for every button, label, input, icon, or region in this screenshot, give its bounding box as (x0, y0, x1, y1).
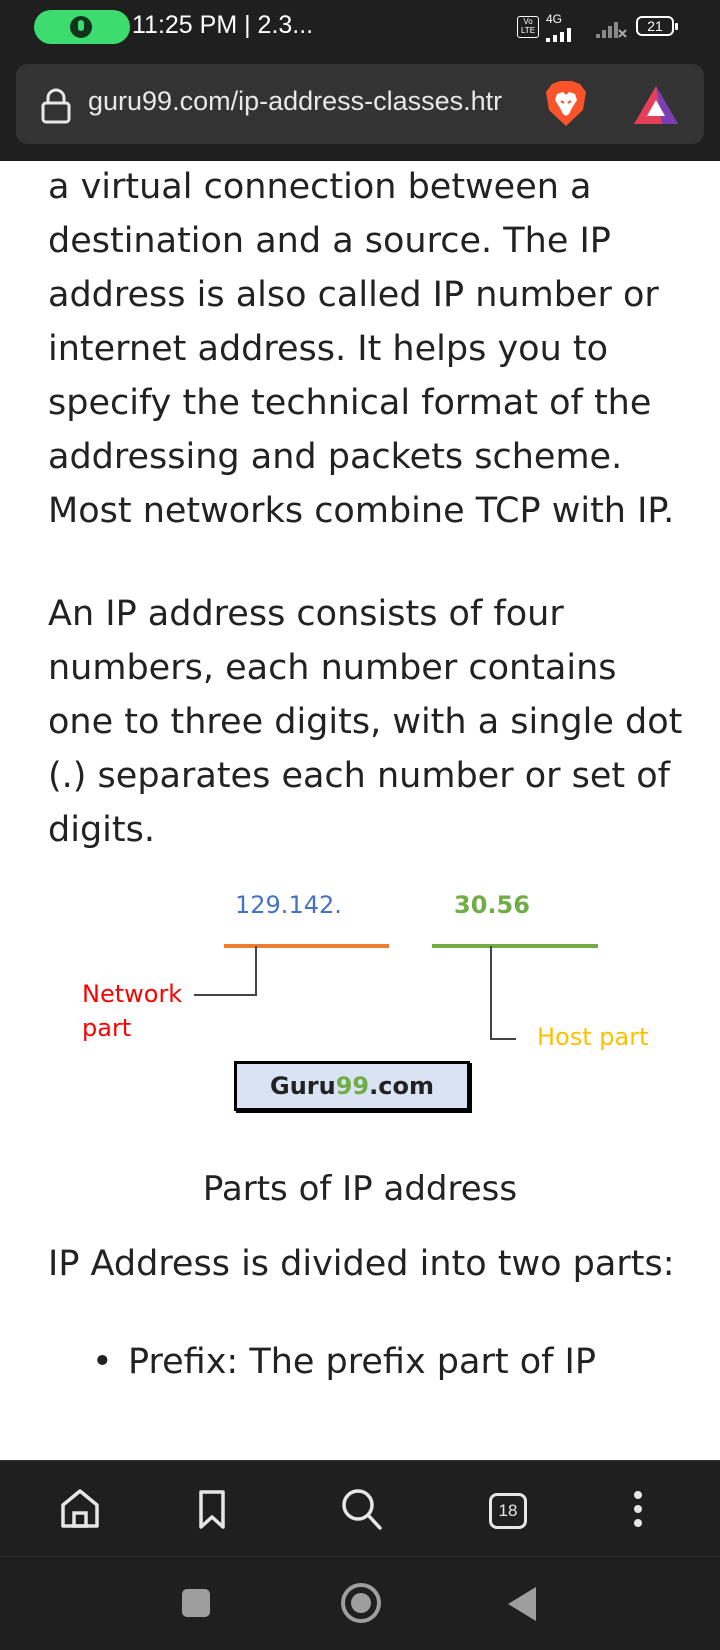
volte-icon: Vo LTE (517, 16, 539, 38)
list-item-text: Prefix: The prefix part of IP (128, 1342, 596, 1382)
battery-icon: 21 (636, 16, 678, 36)
host-connector (490, 946, 516, 1040)
figure-caption: Parts of IP address (202, 1169, 518, 1209)
brave-rewards-icon[interactable] (632, 84, 680, 126)
list-item: Prefix: The prefix part of IP (92, 1342, 596, 1382)
diagram-lines (194, 944, 598, 1040)
signal-strength-icon (546, 28, 571, 42)
more-menu-icon[interactable] (628, 1485, 648, 1533)
home-button[interactable] (341, 1583, 381, 1623)
page-content[interactable]: a virtual connection between a destinati… (0, 161, 720, 1460)
back-button[interactable] (508, 1587, 536, 1621)
brand-prefix: Guru (270, 1072, 336, 1100)
url-text[interactable]: guru99.com/ip-address-classes.htr (88, 86, 503, 116)
network-connector (194, 946, 257, 996)
paragraph: An IP address consists of four numbers, … (48, 594, 683, 850)
paragraph: IP Address is divided into two parts: (48, 1244, 675, 1284)
system-navigation-bar (0, 1556, 720, 1650)
status-bar: 11:25 PM | 2.3... Vo LTE 4G 21 (0, 0, 720, 54)
host-part-label: Host part (537, 1023, 649, 1051)
mic-active-indicator[interactable] (34, 10, 130, 44)
search-icon[interactable] (338, 1485, 384, 1533)
network-type: 4G (546, 12, 563, 26)
brand-highlight: 99 (335, 1072, 370, 1100)
bookmark-icon[interactable] (196, 1485, 228, 1533)
brave-lion-icon[interactable] (544, 80, 588, 128)
brand-suffix: .com (369, 1072, 434, 1100)
paragraph: a virtual connection between a destinati… (48, 167, 675, 531)
lock-icon[interactable] (40, 88, 72, 124)
tabs-button[interactable]: 18 (489, 1493, 527, 1529)
microphone-icon (70, 16, 92, 38)
recents-button[interactable] (182, 1589, 210, 1617)
ip-address-diagram: 129.142. 30.56 Network part Host part Gu… (0, 891, 720, 1311)
host-number-label: 30.56 (454, 891, 530, 919)
battery-level: 21 (647, 18, 663, 34)
signal-no-service-icon (596, 22, 627, 38)
status-time: 11:25 PM | 2.3... (132, 11, 314, 39)
address-bar[interactable]: guru99.com/ip-address-classes.htr (16, 64, 704, 144)
guru99-watermark: Guru99.com (234, 1061, 470, 1111)
home-icon[interactable] (58, 1485, 102, 1533)
network-number-label: 129.142. (235, 891, 342, 919)
network-part-label: Network part (82, 980, 183, 1042)
bottom-toolbar: 18 (0, 1460, 720, 1556)
browser-toolbar: guru99.com/ip-address-classes.htr (0, 54, 720, 161)
